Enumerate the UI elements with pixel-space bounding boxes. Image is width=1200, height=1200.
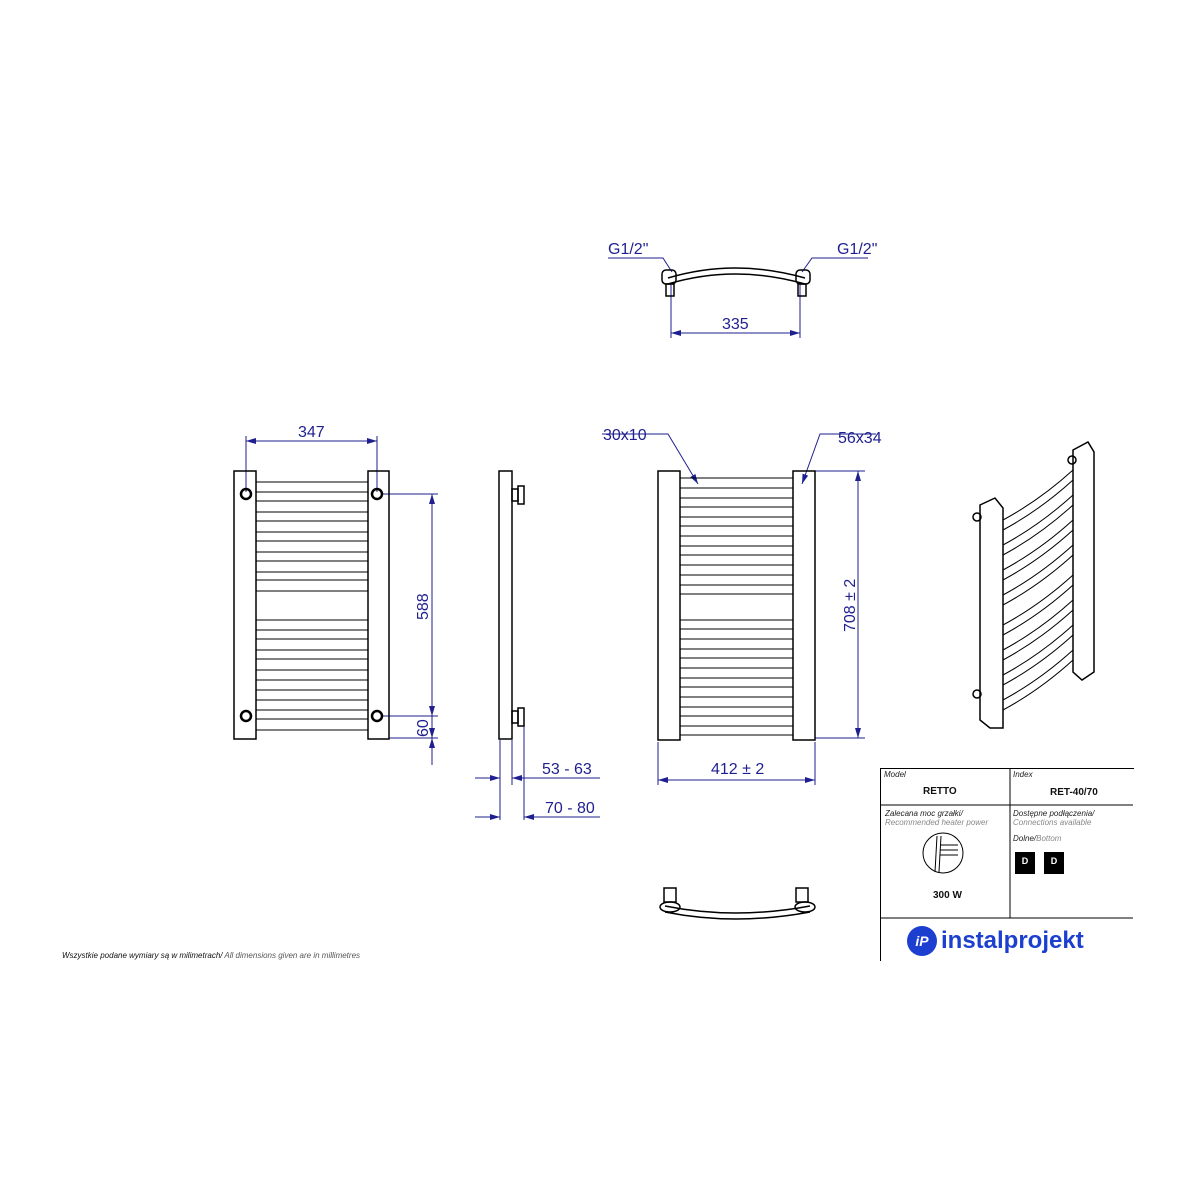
brand-name: instalprojekt bbox=[941, 927, 1084, 954]
radiator-views bbox=[233, 267, 1095, 920]
total-height-label: 708 ± 2 bbox=[842, 579, 859, 632]
heater-label-en: Recommended heater power bbox=[885, 818, 989, 827]
collector-profile-label: 56x34 bbox=[838, 430, 882, 447]
axis-height-label: 588 bbox=[415, 593, 432, 620]
brand-mark-icon: iP bbox=[907, 926, 937, 956]
connection-badge-bottom-2: D bbox=[1044, 852, 1064, 874]
dimensions-note: Wszystkie podane wymiary są w milimetrac… bbox=[62, 951, 360, 960]
connections-label-pl: Dostępne podłączenia/ bbox=[1013, 809, 1095, 818]
dimension-labels: G1/2" G1/2" 335 347 588 60 53 - 63 70 - … bbox=[298, 241, 882, 817]
rung-profile-label: 30x10 bbox=[603, 427, 647, 444]
connection-badge-bottom: D bbox=[1015, 852, 1035, 874]
total-width-label: 412 ± 2 bbox=[711, 761, 764, 778]
heater-power: 300 W bbox=[933, 890, 962, 901]
connection-type-pl: Dolne/ bbox=[1013, 834, 1037, 843]
connections-label-en: Connections available bbox=[1013, 818, 1092, 827]
pipe-label-right: G1/2" bbox=[837, 241, 877, 258]
note-pl: Wszystkie podane wymiary są w milimetrac… bbox=[62, 951, 223, 960]
front-rungs bbox=[256, 481, 368, 731]
pipe-label-left: G1/2" bbox=[608, 241, 648, 258]
index-label: Index bbox=[1013, 770, 1033, 779]
dimension-lines bbox=[245, 257, 876, 820]
depth-min-label: 53 - 63 bbox=[542, 761, 592, 778]
note-en: All dimensions given are in millimetres bbox=[222, 951, 361, 960]
heater-label-pl: Zalecana moc grzałki/ bbox=[885, 809, 963, 818]
connection-type: Dolne/Bottom bbox=[1013, 834, 1061, 843]
connection-type-en: Bottom bbox=[1036, 834, 1062, 843]
brand-logo: iP instalprojekt bbox=[907, 926, 1084, 956]
depth-max-label: 70 - 80 bbox=[545, 800, 595, 817]
title-block-lines bbox=[880, 768, 1133, 919]
model-label: Model bbox=[884, 770, 906, 779]
title-block bbox=[880, 768, 1134, 961]
bottom-offset-label: 60 bbox=[415, 719, 432, 737]
model-value: RETTO bbox=[923, 786, 957, 797]
index-value: RET-40/70 bbox=[1050, 787, 1098, 798]
top-spacing-label: 335 bbox=[722, 316, 749, 333]
front-width-label: 347 bbox=[298, 424, 325, 441]
